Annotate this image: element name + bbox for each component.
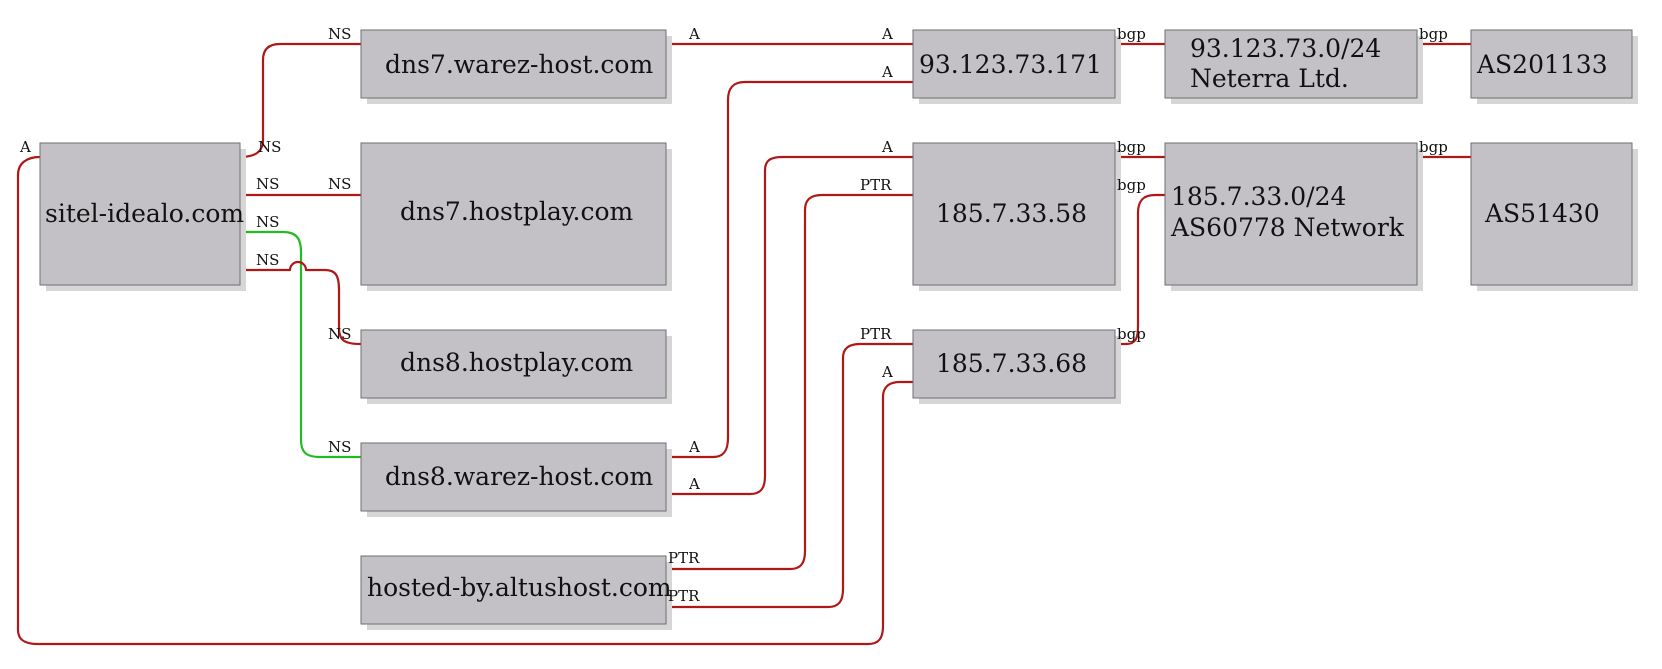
edge-label-sitel-ip68-to: A	[881, 363, 893, 381]
node-box	[1164, 142, 1418, 286]
node-box	[360, 442, 667, 512]
node-dns8warez[interactable]: dns8.warez-host.com	[360, 442, 672, 517]
node-box	[360, 555, 667, 625]
edge-sitel-dns8hostplay	[238, 260, 363, 346]
node-box	[1164, 29, 1418, 99]
node-dns7warez[interactable]: dns7.warez-host.com	[360, 29, 672, 104]
node-box	[360, 142, 667, 286]
edge-label-sitel-dns8hostplay-to: NS	[328, 325, 351, 343]
edge-label-sitel-dns8hostplay-from: NS	[256, 251, 279, 269]
node-box	[912, 329, 1116, 399]
edge-label-ip68-net185-from: bgp	[1117, 325, 1146, 343]
edge-label-net93-as201133-from: bgp	[1419, 25, 1448, 43]
edge-label-sitel-dns7hostplay-to: NS	[328, 175, 351, 193]
edge-label-net185-as51430-from: bgp	[1419, 138, 1448, 156]
node-label-dns8warez: dns8.warez-host.com	[385, 462, 653, 491]
node-as51430[interactable]: AS51430	[1470, 142, 1638, 291]
edge-sitel-dns8warez	[238, 230, 363, 459]
edge-label-sitel-dns7hostplay-from: NS	[256, 175, 279, 193]
node-label-ip58: 185.7.33.58	[936, 199, 1087, 228]
node-as201133[interactable]: AS201133	[1470, 29, 1638, 104]
node-label-net185-line2: AS60778 Network	[1170, 213, 1405, 242]
edge-label-ip58-net185-from: bgp	[1117, 138, 1146, 156]
node-dns7hostplay[interactable]: dns7.hostplay.com	[360, 142, 672, 291]
node-dns8hostplay[interactable]: dns8.hostplay.com	[360, 329, 672, 404]
node-label-as201133: AS201133	[1476, 50, 1608, 79]
node-label-net93-line2: Neterra Ltd.	[1190, 64, 1349, 93]
edge-label-ip68-net185-to: bgp	[1117, 176, 1146, 194]
edge-label-dns8warez-ip171-to: A	[881, 63, 893, 81]
edge-label-sitel-ip68-from: A	[19, 138, 31, 156]
edge-dns8warez-ip171	[664, 80, 915, 459]
node-box	[1470, 29, 1633, 99]
node-label-sitel: sitel-idealo.com	[45, 199, 244, 228]
edge-dns8warez-ip58	[664, 155, 915, 496]
edge-label-dns7warez-ip171-from: A	[688, 25, 700, 43]
edge-ip68-net185	[1113, 193, 1167, 346]
edge-label-sitel-dns8warez-to: NS	[328, 438, 351, 456]
edge-label-dns7warez-ip171-to: A	[881, 25, 893, 43]
node-label-dns8hostplay: dns8.hostplay.com	[400, 348, 634, 377]
node-box	[39, 142, 241, 286]
edge-hostedby-ip58	[664, 193, 915, 571]
node-box	[1470, 142, 1633, 286]
node-label-ip171: 93.123.73.171	[919, 50, 1102, 79]
node-sitel[interactable]: sitel-idealo.com	[39, 142, 246, 291]
node-label-net185: 185.7.33.0/24	[1171, 182, 1346, 211]
node-ip58[interactable]: 185.7.33.58	[912, 142, 1121, 291]
edge-label-dns8warez-ip171-from: A	[688, 438, 700, 456]
node-label-ip68: 185.7.33.68	[936, 349, 1087, 378]
edge-label-sitel-dns7warez-to: NS	[328, 25, 351, 43]
edge-label-ip171-net93-from: bgp	[1117, 25, 1146, 43]
edge-label-hostedby-ip58-to: PTR	[860, 176, 892, 194]
node-label-as51430: AS51430	[1484, 199, 1600, 228]
edge-label-sitel-dns8warez-from: NS	[256, 213, 279, 231]
edge-sitel-dns7warez	[238, 42, 363, 159]
node-box	[360, 329, 667, 399]
nodes-layer: sitel-idealo.com dns7.warez-host.com dns7.…	[39, 29, 1638, 630]
edge-hostedby-ip68	[664, 342, 915, 609]
node-box	[912, 29, 1116, 99]
edge-label-hostedby-ip68-from: PTR	[668, 587, 700, 605]
node-label-dns7hostplay: dns7.hostplay.com	[400, 197, 634, 226]
edge-label-dns8warez-ip58-to: A	[881, 138, 893, 156]
node-box	[360, 29, 667, 99]
node-label-dns7warez: dns7.warez-host.com	[385, 50, 653, 79]
node-ip68[interactable]: 185.7.33.68	[912, 329, 1121, 404]
edge-label-hostedby-ip58-from: PTR	[668, 549, 700, 567]
node-ip171[interactable]: 93.123.73.171	[912, 29, 1121, 104]
edge-label-dns8warez-ip58-from: A	[688, 475, 700, 493]
node-box	[912, 142, 1116, 286]
edges-layer	[16, 42, 1473, 646]
node-label-net93: 93.123.73.0/24	[1190, 34, 1381, 63]
node-label-hostedby: hosted-by.altushost.com	[367, 573, 672, 602]
node-hostedby[interactable]: hosted-by.altushost.com	[360, 555, 672, 630]
edge-sitel-ip68	[16, 155, 915, 646]
edge-label-hostedby-ip68-to: PTR	[860, 325, 892, 343]
edge-label-sitel-dns7warez-from: NS	[258, 138, 281, 156]
